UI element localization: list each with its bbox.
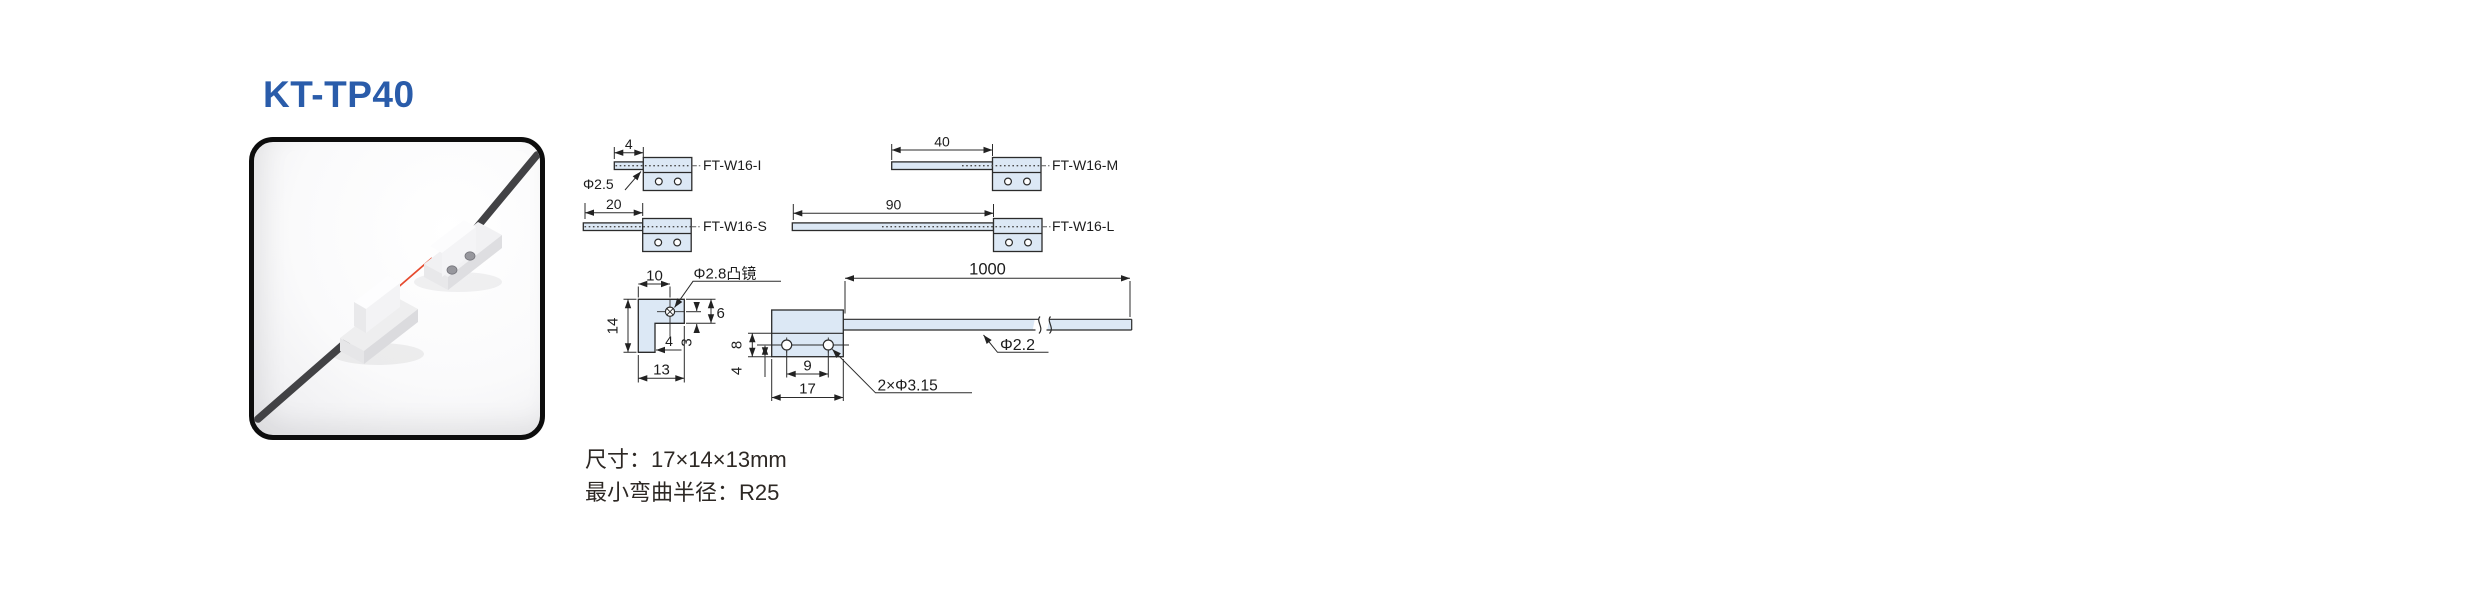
variant-ft-w16-s: 20 FT-W16-S (582, 196, 767, 253)
dim-sleeve-l: 90 (886, 197, 902, 213)
sensor-head-right (424, 220, 502, 290)
dim-top-width: 10 (646, 268, 663, 285)
cable-diameter-label: Φ2.2 (1000, 337, 1035, 354)
dim-lower-height: 8 (729, 341, 746, 349)
dim-hole-pitch: 9 (803, 358, 811, 375)
tube-diameter-label: Φ2.5 (583, 176, 614, 192)
dim-height: 14 (605, 318, 622, 335)
spec-size: 尺寸：17×14×13mm (585, 447, 787, 472)
variant-label-m: FT-W16-M (1052, 157, 1118, 173)
dim-hole-to-bottom: 4 (729, 367, 746, 375)
mount-hole (464, 251, 476, 261)
side-view: 10 14 6 3 4 13 Φ2.8凸镜 (605, 265, 781, 383)
mount-hole (446, 265, 458, 275)
variant-label-s: FT-W16-S (703, 218, 767, 234)
dim-step: 4 (665, 333, 673, 349)
page-title: KT-TP40 (263, 74, 415, 115)
spec-min-bend-radius: 最小弯曲半径：R25 (585, 480, 780, 505)
variant-label-i: FT-W16-I (703, 157, 761, 173)
dim-head-height: 6 (717, 305, 725, 322)
variant-ft-w16-l: 90 FT-W16-L (791, 197, 1114, 253)
dim-sleeve-i: 4 (625, 136, 633, 152)
spec-list: 尺寸：17×14×13mm 最小弯曲半径：R25 (585, 443, 787, 509)
product-render (254, 151, 540, 423)
dim-sleeve-s: 20 (606, 196, 622, 212)
mount-holes-label: 2×Φ3.15 (878, 378, 938, 395)
technical-drawing: 4 FT-W16-I Φ2.5 40 FT-W16-M 20 (582, 134, 1133, 401)
front-view: 1000 Φ2.2 8 4 9 17 2×Φ3.15 (729, 261, 1133, 401)
variant-ft-w16-m: 40 FT-W16-M (891, 134, 1118, 192)
dim-sleeve-m: 40 (934, 134, 950, 150)
product-photo (249, 137, 545, 440)
lens-callout-label: Φ2.8凸镜 (694, 265, 757, 283)
dim-cable-length: 1000 (969, 261, 1006, 279)
dim-lens-offset: 3 (679, 338, 696, 346)
variant-label-l: FT-W16-L (1052, 218, 1114, 234)
dim-front-width: 17 (799, 381, 816, 398)
dim-width: 13 (653, 362, 670, 379)
sensor-head-left (340, 276, 418, 364)
variant-ft-w16-i: 4 FT-W16-I Φ2.5 (583, 136, 761, 192)
